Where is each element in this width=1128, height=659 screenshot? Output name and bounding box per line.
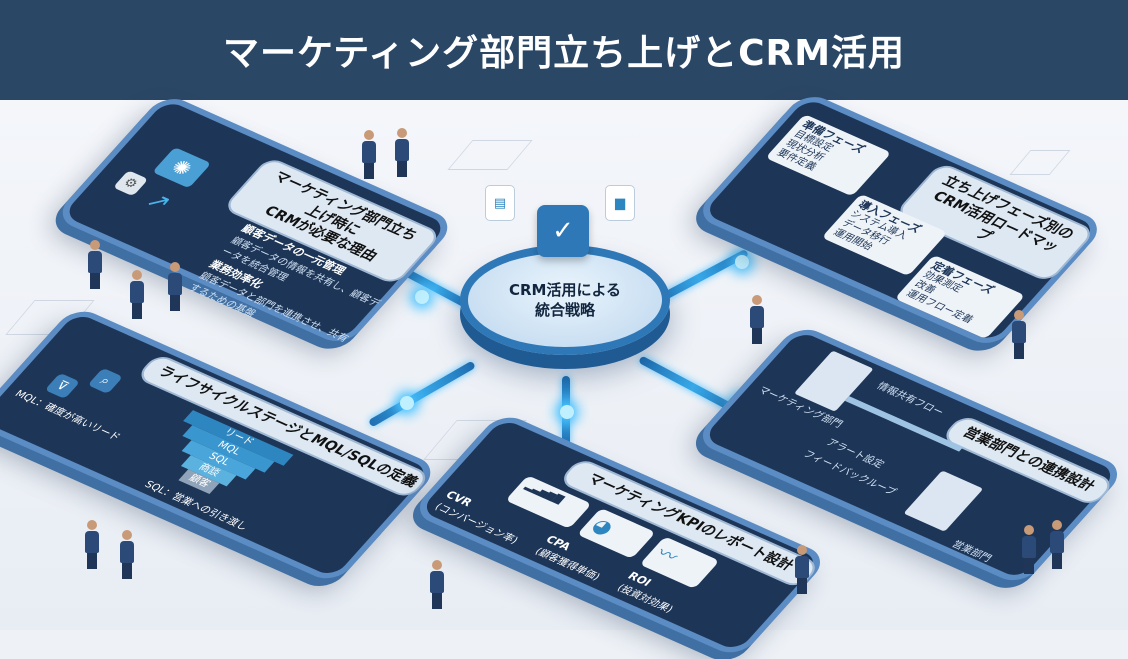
crm-hub[interactable]: CRM活用による 統合戦略 xyxy=(460,245,670,355)
person-icon xyxy=(120,530,134,579)
phase-card: 準備フェーズ 目標設定 現状分析 要件定義 xyxy=(765,114,892,197)
person-icon xyxy=(750,295,764,344)
grid-decoration xyxy=(447,140,533,170)
filter-icon: ⊽ xyxy=(44,372,81,399)
person-icon xyxy=(795,545,809,594)
sales-building-icon xyxy=(903,470,984,532)
analytics-check-icon: ✓ xyxy=(537,205,589,257)
brain-icon: ✺ xyxy=(152,147,212,189)
person-icon xyxy=(88,240,102,289)
title-banner: マーケティング部門立ち上げとCRM活用 xyxy=(0,0,1128,100)
person-icon xyxy=(395,128,409,177)
search-icon: ⌕ xyxy=(87,367,124,394)
person-icon xyxy=(130,270,144,319)
grid-decoration xyxy=(1009,150,1071,175)
page-title: マーケティング部門立ち上げとCRM活用 xyxy=(222,33,906,74)
connector-node xyxy=(735,255,749,269)
chart-icon: ▆ xyxy=(605,185,635,221)
person-icon xyxy=(430,560,444,609)
report-icon: ▤ xyxy=(485,185,515,221)
gear-icon: ⚙ xyxy=(112,170,149,197)
connector-node xyxy=(415,290,429,304)
connector-node xyxy=(560,405,574,419)
connector-node xyxy=(400,396,414,410)
person-icon xyxy=(1022,525,1036,574)
person-icon xyxy=(1012,310,1026,359)
person-icon xyxy=(362,130,376,179)
hub-label: CRM活用による 統合戦略 xyxy=(508,280,622,319)
mql-definition: MQL：確度が高いリード xyxy=(12,388,123,444)
person-icon xyxy=(168,262,182,311)
person-icon xyxy=(1050,520,1064,569)
person-icon xyxy=(85,520,99,569)
growth-arrow-icon: ↗ xyxy=(140,186,179,217)
